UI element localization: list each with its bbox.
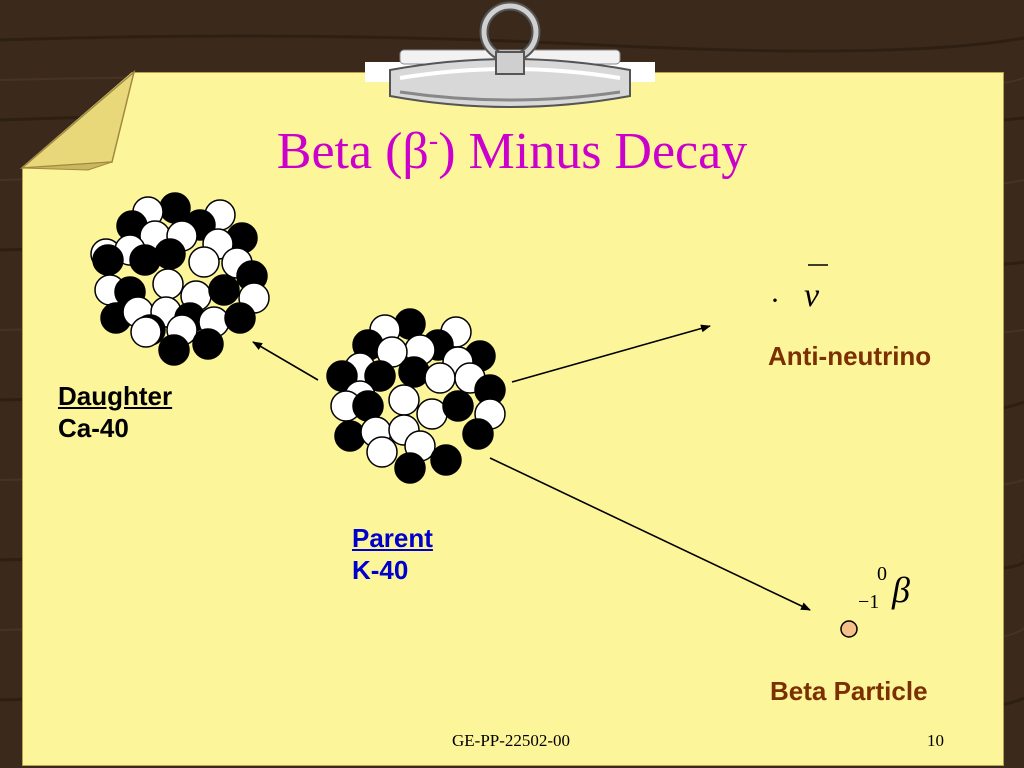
parent-heading: Parent — [352, 523, 433, 553]
slide-footer: GE-PP-22502-00 — [452, 731, 571, 750]
nu-symbol: ν — [804, 277, 820, 314]
title-rest: ) Minus Decay — [438, 123, 748, 180]
slide-title: Beta (β-) Minus Decay — [0, 122, 1024, 181]
antineutrino-label: Anti-neutrino — [768, 341, 932, 371]
page-curl-corner — [19, 70, 136, 171]
title-superscript: - — [428, 125, 439, 157]
beta-symbol: β — [891, 570, 910, 610]
arrow-to-beta — [489, 457, 811, 611]
nu-dot: · — [770, 284, 780, 317]
arrow-to-daughter — [252, 341, 319, 381]
binder-clip-icon — [365, 1, 655, 108]
parent-label: Parent K-40 — [352, 522, 433, 586]
parent-isotope: K-40 — [352, 555, 409, 585]
page-number: 10 — [927, 731, 944, 750]
paper-note — [22, 72, 1004, 766]
parent-nucleus — [326, 308, 506, 484]
beta-mass-number: 0 — [877, 563, 887, 585]
beta-particle-dot — [840, 620, 858, 638]
beta-particle-label: Beta Particle — [770, 676, 928, 706]
daughter-label: Daughter Ca-40 — [58, 380, 172, 444]
arrow-to-antineutrino — [511, 324, 711, 383]
daughter-nucleus — [90, 192, 270, 366]
beta-charge-number: −1 — [858, 591, 879, 613]
title-main: Beta (β — [276, 123, 429, 180]
daughter-isotope: Ca-40 — [58, 413, 129, 443]
daughter-heading: Daughter — [58, 381, 173, 411]
